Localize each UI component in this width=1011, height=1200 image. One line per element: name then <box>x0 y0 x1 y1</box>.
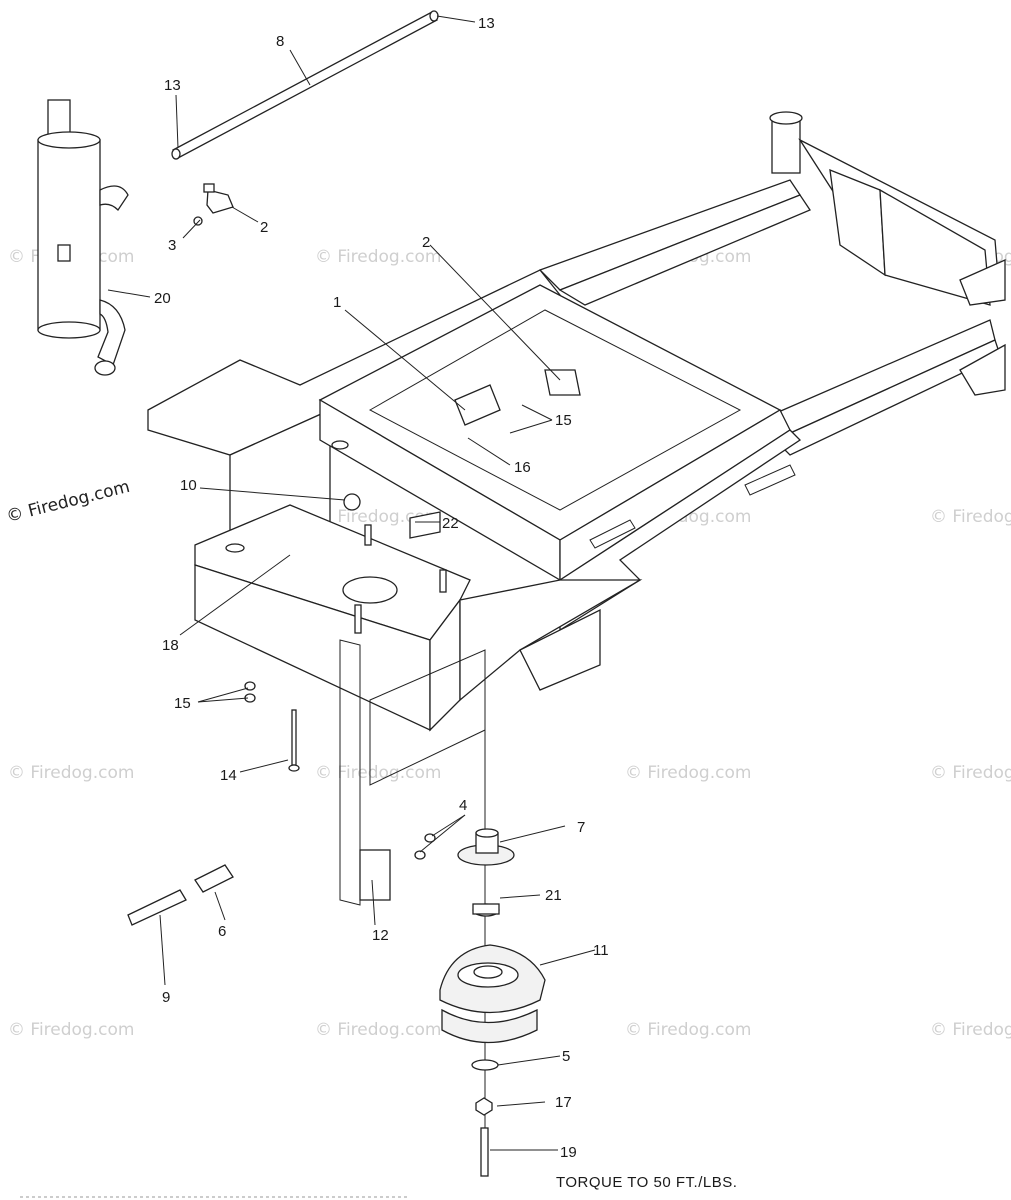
callout-16: 16 <box>514 459 531 476</box>
watermark: © Firedog.com <box>8 1020 134 1040</box>
callout-10: 10 <box>180 477 197 494</box>
callout-8: 8 <box>276 33 284 50</box>
frame-rails <box>538 111 1006 456</box>
callout-5: 5 <box>562 1048 570 1065</box>
callout-7: 7 <box>577 819 585 836</box>
watermark: © Firedog.com <box>930 507 1011 527</box>
callout-14: 14 <box>220 767 237 784</box>
fitting-2 <box>193 183 234 226</box>
watermark: © Firedog.com <box>8 763 134 783</box>
main-chassis <box>147 269 802 732</box>
callout-11: 11 <box>593 942 609 959</box>
callout-6: 6 <box>218 923 226 940</box>
watermark: © Firedog.com <box>930 763 1011 783</box>
callout-19: 19 <box>560 1144 577 1161</box>
lower-parts <box>127 639 486 926</box>
callout-2: 2 <box>260 219 268 236</box>
watermark: © Firedog.com <box>315 247 441 267</box>
callout-15: 15 <box>555 412 572 429</box>
callout-13: 13 <box>164 77 181 94</box>
callout-20: 20 <box>154 290 171 307</box>
torque-note: TORQUE TO 50 FT./LBS. <box>556 1174 737 1191</box>
callout-1: 1 <box>333 294 341 311</box>
watermark: © Firedog.com <box>625 763 751 783</box>
muffler <box>37 99 129 376</box>
leader-lines <box>107 15 596 1151</box>
callout-13: 13 <box>478 15 495 32</box>
clutch-assembly <box>439 720 546 1177</box>
callout-17: 17 <box>555 1094 572 1111</box>
watermark: © Firedog.com <box>625 1020 751 1040</box>
callout-22: 22 <box>442 515 459 532</box>
rod-8 <box>171 10 439 160</box>
callout-15: 15 <box>174 695 191 712</box>
callout-18: 18 <box>162 637 179 654</box>
callout-9: 9 <box>162 989 170 1006</box>
watermark: © Firedog.com <box>315 1020 441 1040</box>
callout-12: 12 <box>372 927 389 944</box>
callout-21: 21 <box>545 887 562 904</box>
watermark: © Firedog.com <box>315 763 441 783</box>
callout-labels: 13 8 13 2 3 20 2 1 15 16 10 22 18 15 14 … <box>154 15 609 1161</box>
watermark: © Firedog.com <box>930 1020 1011 1040</box>
callout-3: 3 <box>168 237 176 254</box>
callout-4: 4 <box>459 797 467 814</box>
callout-2: 2 <box>422 234 430 251</box>
watermark-main: © Firedog.com <box>4 477 132 527</box>
